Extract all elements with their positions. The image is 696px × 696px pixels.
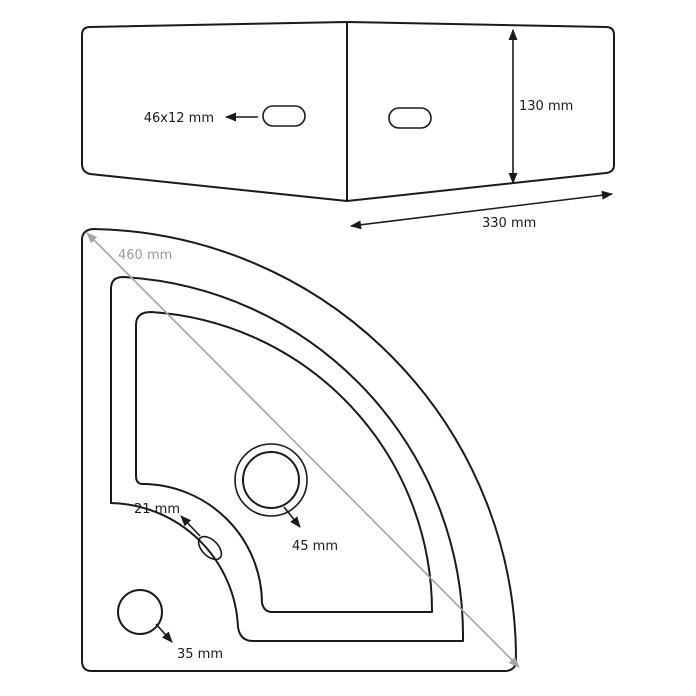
top-view: 460 mm 21 mm 45 mm 35 mm <box>81 228 520 672</box>
depth-dimension-arrow <box>349 190 614 230</box>
tap-hole <box>117 589 163 635</box>
overflow-slot-left <box>262 105 306 127</box>
drain-dimension-label: 45 mm <box>292 539 338 554</box>
diagonal-dimension-label: 460 mm <box>118 248 172 263</box>
drain-dimension-arrow <box>283 506 301 528</box>
height-dimension-label: 130 mm <box>519 99 573 114</box>
right-panel-outline <box>346 21 615 202</box>
side-view: 46x12 mm 130 mm 330 mm <box>81 21 615 231</box>
drain-hole <box>242 451 300 509</box>
overflow-dimension-arrow <box>180 515 201 537</box>
overflow-slot-right <box>388 107 432 129</box>
left-panel-outline <box>81 21 348 202</box>
slot-dimension-label: 46x12 mm <box>144 111 214 126</box>
diagonal-dimension-arrow <box>86 232 520 668</box>
tap-hole-dimension-arrow <box>155 623 173 643</box>
depth-dimension-label: 330 mm <box>482 216 536 231</box>
overflow-hole <box>197 535 223 561</box>
basin-inner-bowl <box>135 311 434 613</box>
basin-outer-edge <box>110 276 465 642</box>
overflow-dimension-label: 21 mm <box>134 502 180 517</box>
drain-outer-ring <box>234 443 308 517</box>
tap-hole-dimension-label: 35 mm <box>177 647 223 662</box>
sink-outer-rim <box>81 228 518 672</box>
